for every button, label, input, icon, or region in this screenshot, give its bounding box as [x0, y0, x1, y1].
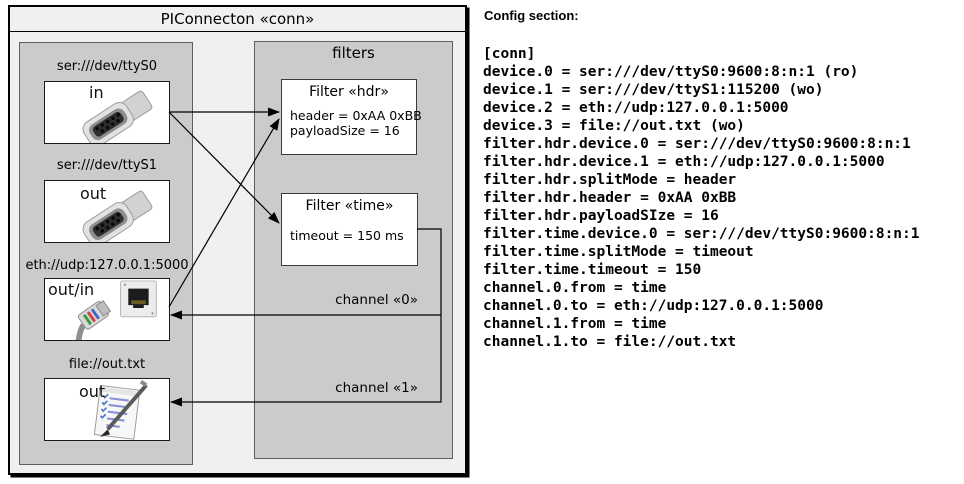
config-panel: Config section: [conn] device.0 = ser://… — [480, 0, 964, 484]
filter-hdr-box: Filter «hdr» header = 0xAA 0xBB payloadS… — [281, 79, 422, 155]
config-line: filter.hdr.device.0 = ser:///dev/ttyS0:9… — [483, 136, 911, 152]
device-box-file-out: out — [44, 378, 170, 441]
config-line: device.0 = ser:///dev/ttyS0:9600:8:n:1 (… — [483, 64, 859, 80]
filters-group-title: filters — [332, 44, 375, 62]
filter-hdr-title: Filter «hdr» — [309, 84, 389, 100]
channel-0-label: channel «0» — [335, 292, 418, 308]
device-label-ttyS0: ser:///dev/ttyS0 — [56, 59, 158, 74]
diagram-title: PIConnecton «conn» — [10, 7, 465, 32]
config-line: channel.1.from = time — [483, 316, 667, 332]
piconnecton-container: PIConnecton «conn» ser:///dev/ttyS0 — [8, 5, 467, 475]
serial-connector-icon — [82, 190, 153, 242]
filters-group: filters Filter «hdr» header = 0xAA 0xBB … — [254, 41, 453, 459]
config-listing: [conn] device.0 = ser:///dev/ttyS0:9600:… — [483, 45, 920, 351]
config-line: filter.hdr.header = 0xAA 0xBB — [483, 190, 737, 206]
devices-group: ser:///dev/ttyS0 in — [19, 42, 193, 465]
device-box-udp-outin: out/in — [44, 278, 170, 341]
device-label-file: file://out.txt — [68, 357, 146, 372]
config-line: channel.0.to = eth://udp:127.0.0.1:5000 — [483, 298, 824, 314]
connection-diagram: PIConnecton «conn» ser:///dev/ttyS0 — [0, 0, 480, 484]
config-line: filter.time.device.0 = ser:///dev/ttyS0:… — [483, 226, 920, 242]
config-line: device.1 = ser:///dev/ttyS1:115200 (wo) — [483, 82, 824, 98]
config-line: device.2 = eth://udp:127.0.0.1:5000 — [483, 100, 789, 116]
device-name: out — [79, 382, 106, 401]
device-name: in — [89, 83, 104, 102]
serial-connector-icon — [82, 90, 153, 143]
config-heading: Config section: — [484, 8, 579, 23]
device-name: out/in — [48, 280, 95, 299]
device-label-udp: eth://udp:127.0.0.1:5000 — [25, 258, 189, 273]
config-line: [conn] — [483, 46, 536, 62]
filter-time-title: Filter «time» — [305, 198, 394, 214]
config-line: device.3 = file://out.txt (wo) — [483, 118, 745, 134]
device-name: out — [80, 184, 107, 203]
notepad-icon — [93, 379, 148, 440]
channel-1-label: channel «1» — [335, 380, 418, 396]
config-line: filter.time.timeout = 150 — [483, 262, 702, 278]
ethernet-jack-icon — [75, 280, 157, 340]
device-label-ttyS1: ser:///dev/ttyS1 — [56, 158, 158, 173]
config-line: channel.1.to = file://out.txt — [483, 334, 737, 350]
config-line: filter.hdr.splitMode = header — [483, 172, 737, 188]
config-line: channel.0.from = time — [483, 280, 667, 296]
filter-hdr-prop-header: header = 0xAA 0xBB — [290, 108, 422, 123]
config-line: filter.time.splitMode = timeout — [483, 244, 754, 260]
config-line: filter.hdr.payloadSIze = 16 — [483, 208, 719, 224]
filter-time-box: Filter «time» timeout = 150 ms — [281, 193, 418, 266]
filter-time-prop-timeout: timeout = 150 ms — [290, 228, 404, 243]
filter-hdr-prop-payloadsize: payloadSize = 16 — [290, 123, 400, 138]
device-box-ttyS1-out: out — [44, 180, 170, 243]
config-line: filter.hdr.device.1 = eth://udp:127.0.0.… — [483, 154, 885, 170]
device-box-ttyS0-in: in — [44, 81, 170, 144]
